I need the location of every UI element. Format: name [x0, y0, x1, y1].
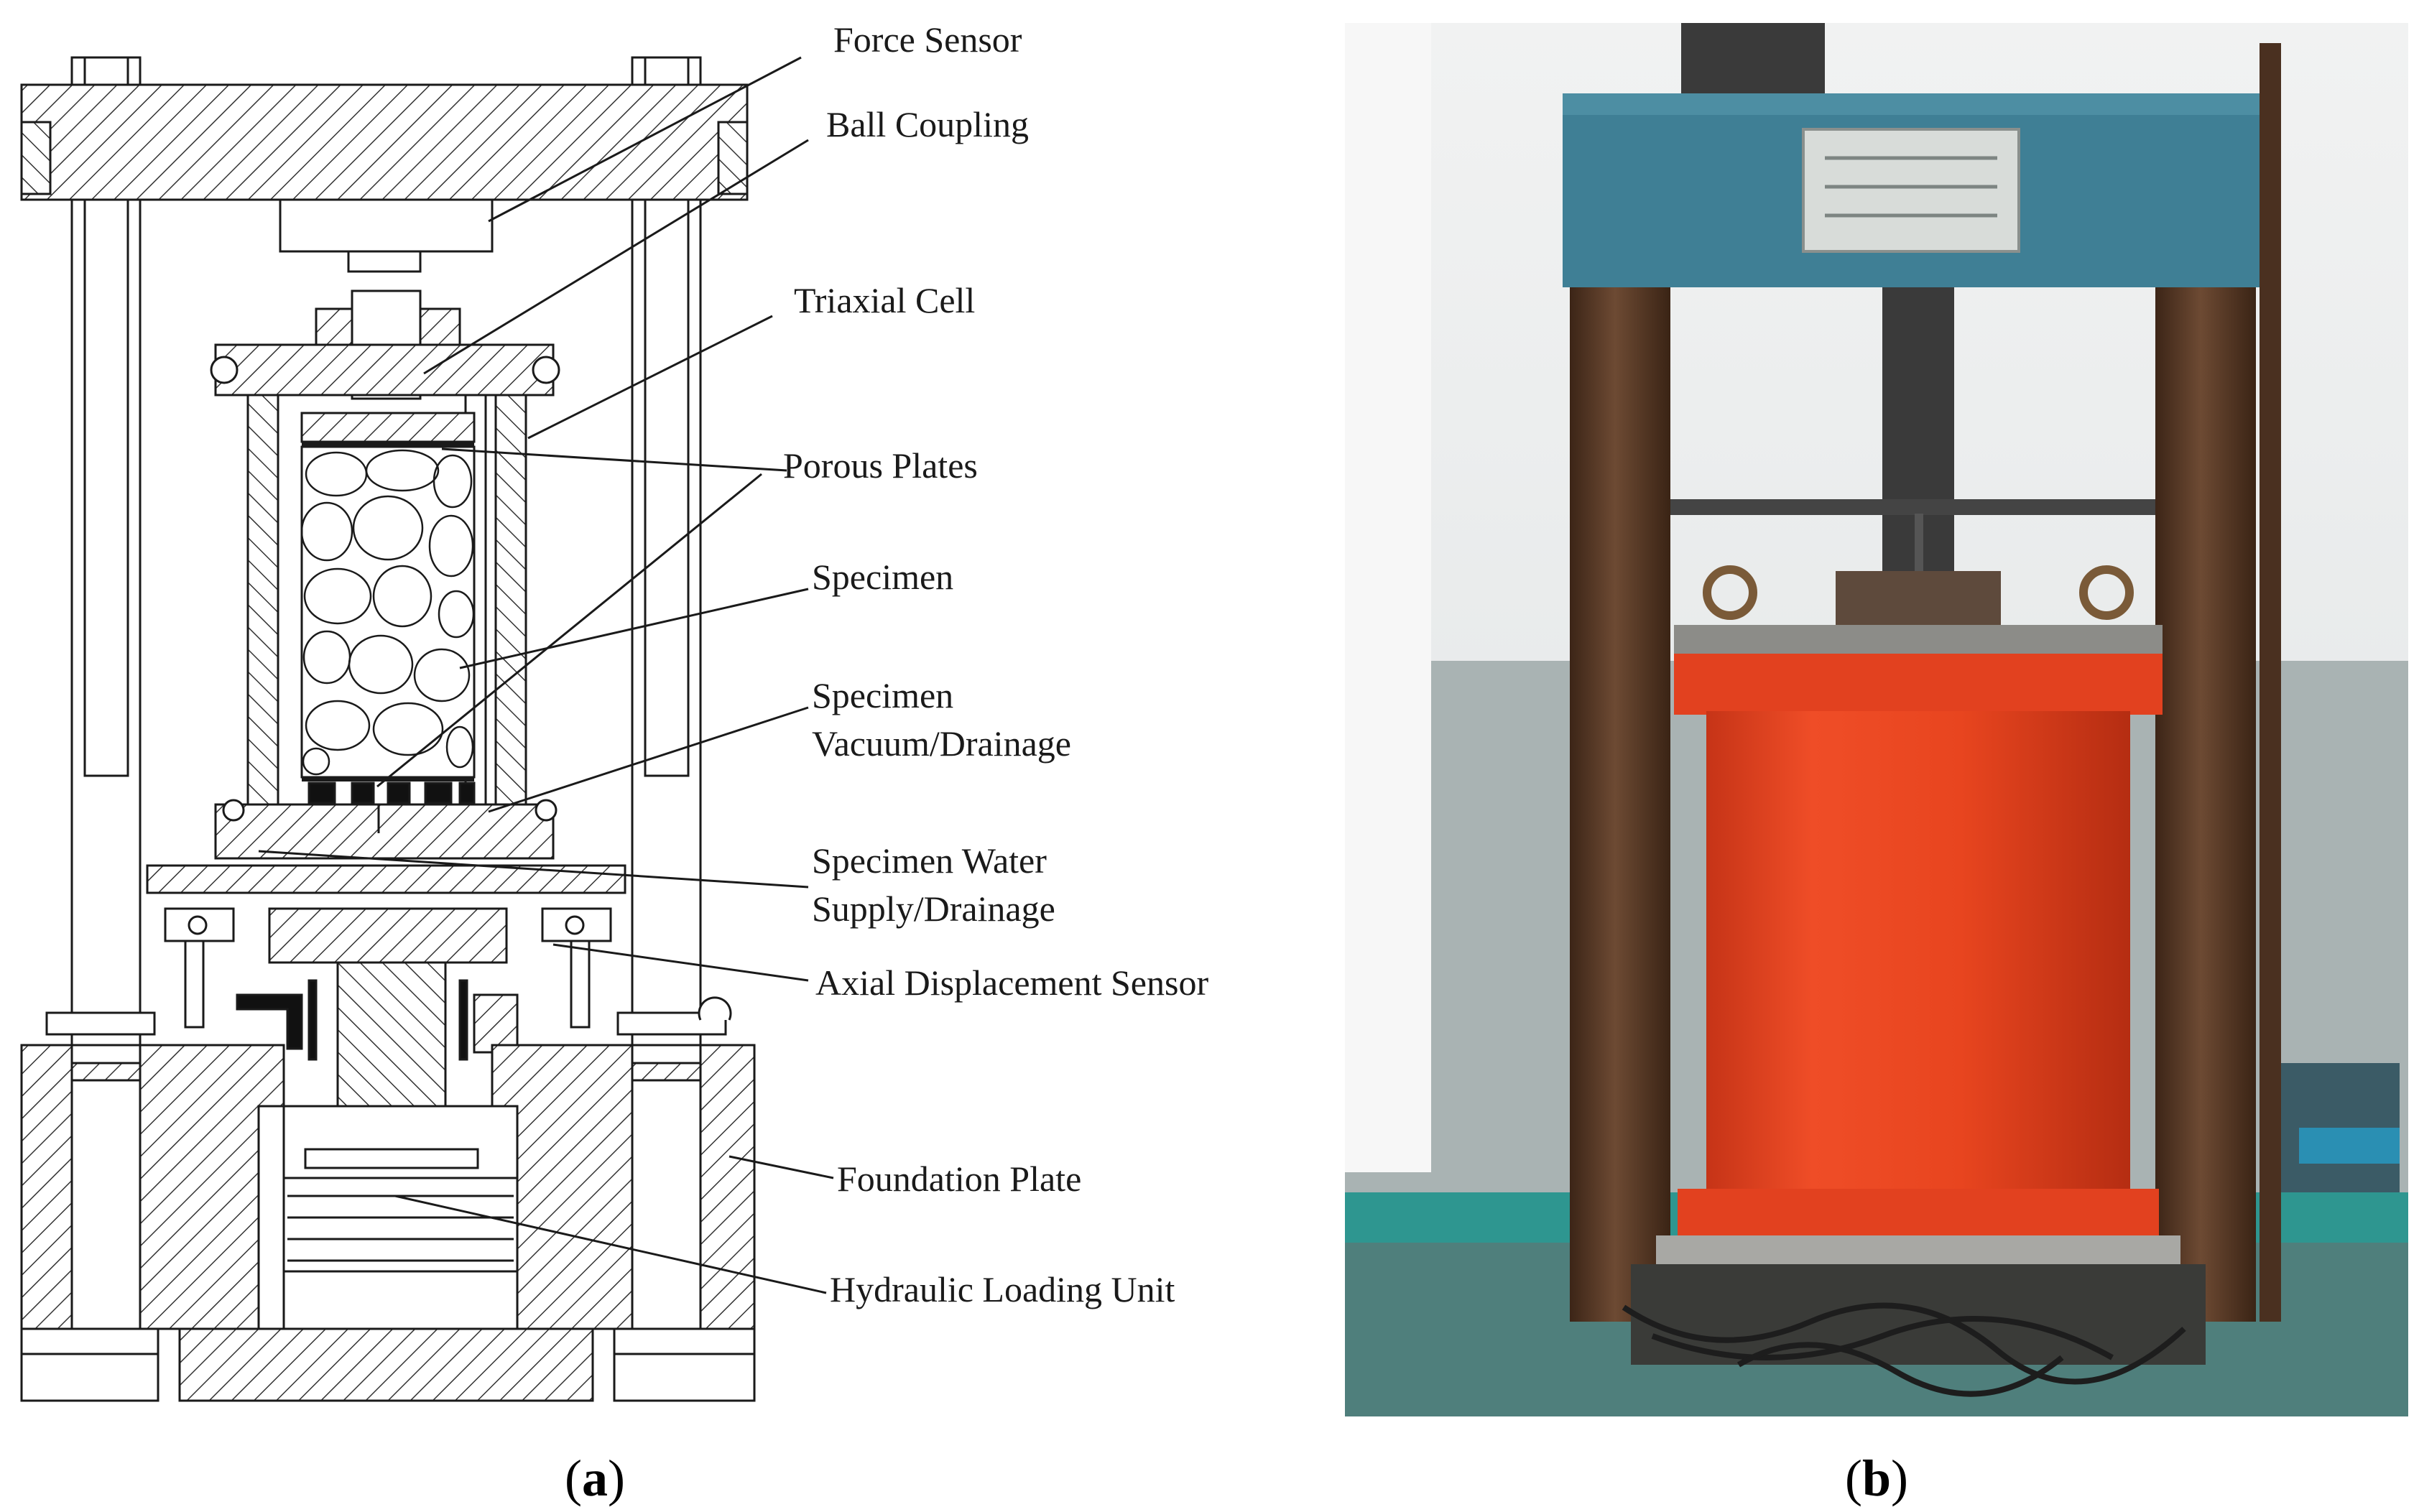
right-nut [717, 121, 749, 195]
top-crossbeam [20, 83, 749, 201]
specimen-rocks [300, 449, 475, 776]
force-sensor-body [279, 198, 494, 253]
force-sensor-neck [347, 250, 422, 273]
label-water-supply-2: Supply/Drainage [812, 889, 1055, 929]
callout-labels: Force Sensor Ball Coupling Triaxial Cell… [783, 19, 1208, 1309]
label-hydraulic-unit: Hydraulic Loading Unit [830, 1269, 1175, 1309]
photo-left-column [1570, 287, 1670, 1322]
caption-b: (b) [1845, 1450, 1908, 1507]
label-foundation-plate: Foundation Plate [837, 1159, 1081, 1199]
piston-head [268, 907, 508, 964]
label-axial-sensor: Axial Displacement Sensor [815, 963, 1208, 1003]
hydraulic-loading-unit [282, 1177, 519, 1273]
caption-a: (a) [565, 1450, 625, 1507]
label-force-sensor: Force Sensor [833, 19, 1022, 60]
photo-right-column [2155, 287, 2256, 1322]
leader-lines [258, 56, 834, 1294]
cell-base [214, 803, 555, 860]
label-water-supply-1: Specimen Water [812, 840, 1047, 881]
cell-top-flange [214, 343, 555, 396]
foundation-plate [20, 1044, 285, 1330]
label-specimen-vacuum-2: Vacuum/Drainage [812, 723, 1071, 764]
left-nut [20, 121, 52, 195]
label-porous-plates: Porous Plates [783, 445, 978, 486]
seal-left [236, 993, 303, 1050]
specimen-top-cap [300, 412, 476, 443]
photo-nameplate [1802, 128, 2020, 253]
foundation-plate-right [491, 1044, 756, 1330]
photo-red-triaxial-cell [1674, 654, 2163, 715]
bottom-drain-blocks [307, 781, 476, 804]
label-specimen-vacuum-1: Specimen [812, 675, 953, 715]
label-specimen: Specimen [812, 557, 953, 597]
cell-wall-left [246, 394, 279, 806]
label-triaxial-cell: Triaxial Cell [794, 280, 975, 320]
label-ball-coupling: Ball Coupling [826, 104, 1029, 144]
photo-panel [1345, 23, 2408, 1416]
schematic-panel [20, 56, 756, 1402]
cell-wall-right [494, 394, 527, 806]
